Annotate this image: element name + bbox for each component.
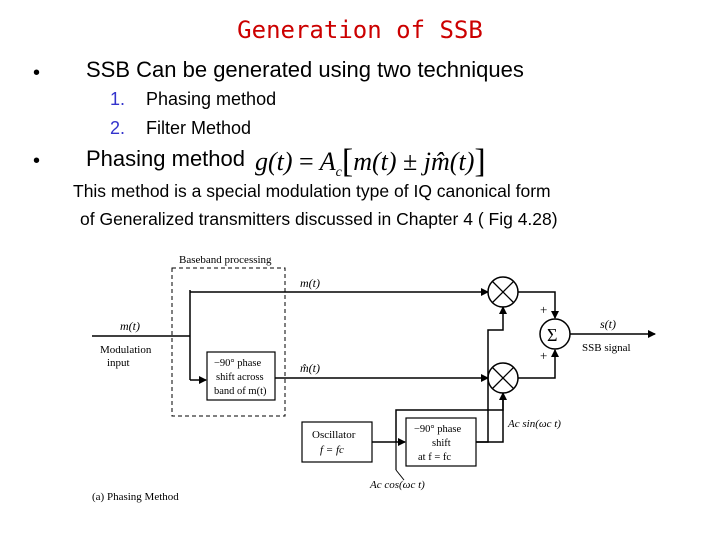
carrier-phase-shift-box xyxy=(405,417,477,467)
mhat-label: m̂(t) xyxy=(300,361,320,375)
oscillator-label: Oscillator xyxy=(312,429,356,441)
output-label: s(t) xyxy=(600,317,616,331)
list-number: 2. xyxy=(110,118,126,138)
ssb-equation: g(t) = Ac[m(t) ± jm̂(t)] xyxy=(255,143,486,180)
hilbert-phase-shift-box xyxy=(206,351,276,401)
plus-sign: + xyxy=(540,302,547,317)
phase-box-line: −90° phase xyxy=(214,358,261,369)
bullet-text-phasing: Phasing method xyxy=(86,146,245,171)
input-m-label: m(t) xyxy=(120,319,140,333)
top-mixer xyxy=(487,276,519,308)
description-line-1: This method is a special modulation type… xyxy=(73,181,551,201)
carrier-phase-line: −90° phase xyxy=(414,424,461,435)
plus-sign: + xyxy=(540,348,547,363)
slide-title: Generation of SSB xyxy=(237,16,483,44)
carrier-sin-label: Ac sin(ωc t) xyxy=(507,418,561,430)
bullet-marker: • xyxy=(33,62,41,84)
m-top-label: m(t) xyxy=(300,276,320,290)
bullet-text-techniques: SSB Can be generated using two technique… xyxy=(86,57,524,82)
list-item-phasing: Phasing method xyxy=(146,89,277,109)
description-line-2: of Generalized transmitters discussed in… xyxy=(80,209,558,229)
baseband-label: Baseband processing xyxy=(179,254,272,266)
sigma-symbol: Σ xyxy=(547,325,557,345)
oscillator-freq: f = fc xyxy=(320,444,344,456)
list-number: 1. xyxy=(110,89,126,109)
diagram-caption: (a) Phasing Method xyxy=(92,491,179,503)
carrier-phase-line: shift xyxy=(432,438,451,449)
baseband-box xyxy=(171,267,286,417)
bullet-marker: • xyxy=(33,150,41,172)
carrier-phase-line: at f = fc xyxy=(418,452,451,463)
ssb-signal-label: SSB signal xyxy=(582,342,631,354)
list-item-filter: Filter Method xyxy=(146,118,252,138)
oscillator-box xyxy=(301,421,373,463)
modulation-input-label: input xyxy=(107,357,130,369)
bottom-mixer xyxy=(487,362,519,394)
modulation-input-label: Modulation xyxy=(100,344,152,356)
phase-box-line: band of m(t) xyxy=(214,386,267,397)
phase-box-line: shift across xyxy=(216,372,264,383)
carrier-cos-label: Ac cos(ωc t) xyxy=(369,479,425,491)
